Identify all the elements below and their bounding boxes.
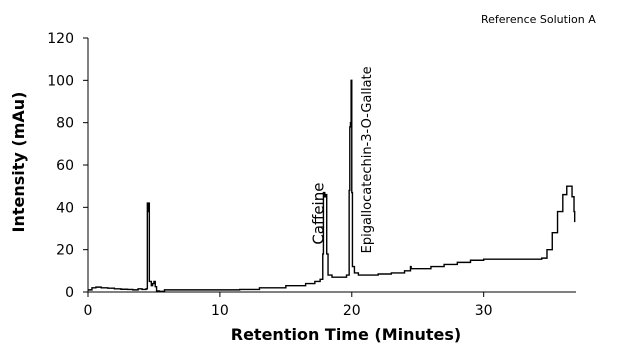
axes — [87, 38, 576, 293]
x-tick-label: 0 — [84, 303, 93, 319]
y-tick-label: 0 — [65, 285, 74, 301]
y-tick-label: 120 — [47, 31, 74, 47]
peak-label: Caffeine — [309, 183, 327, 245]
peak-label: Epigallocatechin-3-O-Gallate — [360, 66, 375, 253]
peak-labels: Caffeine Epigallocatechin-3-O-Gallate — [309, 66, 374, 253]
y-tick-label: 40 — [56, 200, 74, 216]
y-tick-label: 80 — [56, 116, 74, 132]
y-tick-label: 100 — [47, 73, 74, 89]
axis-ticks: 0 20 40 60 80 100 120 0 10 20 30 — [47, 31, 492, 319]
series-group — [88, 79, 576, 293]
y-axis-title: Intensity (mAu) — [9, 92, 28, 233]
x-axis-title: Retention Time (Minutes) — [231, 325, 461, 344]
chromatogram-trace — [88, 79, 576, 293]
y-tick-label: 20 — [56, 243, 74, 259]
x-tick-label: 30 — [475, 303, 493, 319]
x-tick-label: 20 — [343, 303, 361, 319]
y-tick-label: 60 — [56, 158, 74, 174]
x-tick-label: 10 — [211, 303, 229, 319]
chart-note: Reference Solution A — [481, 13, 596, 26]
